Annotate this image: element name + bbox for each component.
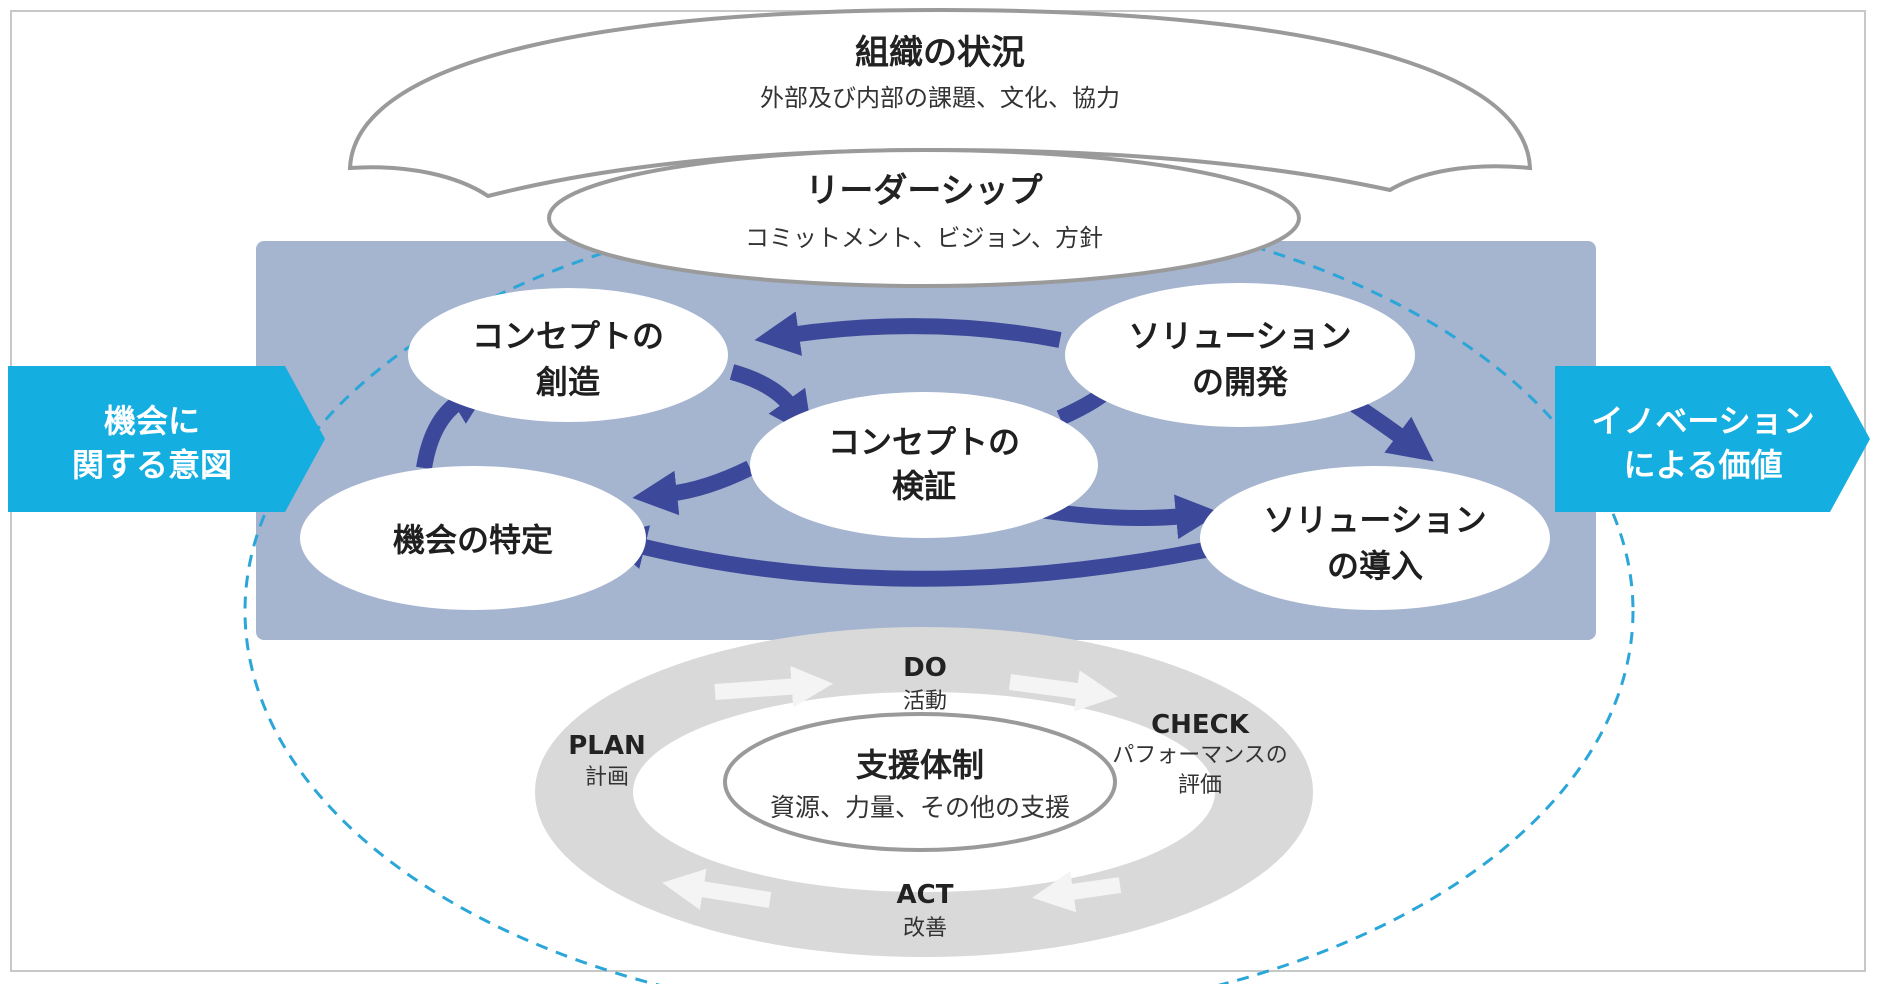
node-solution-development: ソリューション の開発 [1065, 283, 1415, 427]
input-line1: 機会に [104, 402, 200, 440]
input-arrow-shape [8, 366, 325, 512]
node-solution-deployment-line1: ソリューション [1263, 501, 1486, 539]
pdca-check-label: CHECK [1151, 710, 1250, 740]
dashed-boundary [243, 200, 1635, 984]
node-solution-deployment-line2: の導入 [1327, 547, 1423, 585]
pdca-direction-arrows [662, 665, 1122, 913]
support-title: 支援体制 [856, 746, 984, 784]
output-line1: イノベーション [1591, 402, 1814, 440]
arrow-development-to-deployment [1350, 398, 1434, 462]
node-opportunity-identification-line1: 機会の特定 [393, 521, 553, 559]
support-structure: 支援体制 資源、力量、その他の支援 [723, 712, 1117, 852]
pdca-check-sub2: 評価 [1178, 773, 1222, 798]
pdca-plan-label: PLAN [568, 731, 646, 761]
pdca-arrow-top-left [714, 665, 834, 708]
output-arrow-shape [1555, 366, 1870, 512]
organization-title: 組織の状況 [855, 33, 1025, 73]
node-solution-development-line2: の開発 [1192, 363, 1289, 401]
pdca-act-sub: 改善 [903, 916, 947, 941]
node-opportunity-identification: 機会の特定 [300, 466, 646, 610]
node-concept-creation-line2: 創造 [536, 363, 600, 401]
node-concept-validation-line2: 検証 [892, 467, 956, 505]
leadership: リーダーシップ コミットメント、ビジョン、方針 [547, 148, 1301, 288]
leadership-title: リーダーシップ [805, 171, 1042, 211]
node-concept-validation-line1: コンセプトの [828, 423, 1020, 461]
pdca-act-label: ACT [897, 880, 954, 910]
pdca-arrow-bottom-right [1032, 871, 1122, 913]
pdca-plan-sub: 計画 [585, 765, 629, 790]
arrow-development-to-creation [754, 311, 1062, 356]
node-concept-creation-line1: コンセプトの [472, 317, 664, 355]
input-intent: 機会に 関する意図 [8, 366, 325, 512]
pdca-do-sub: 活動 [903, 689, 947, 714]
pdca-arrow-top-right [1008, 670, 1118, 712]
output-line2: による価値 [1623, 446, 1782, 484]
input-line2: 関する意図 [72, 446, 232, 484]
pdca-ring [535, 627, 1313, 957]
arrow-validation-to-opportunity [632, 460, 754, 516]
pdca-check-sub1: パフォーマンスの [1112, 743, 1288, 768]
support-subtitle: 資源、力量、その他の支援 [770, 793, 1070, 822]
node-concept-creation: コンセプトの 創造 [408, 288, 728, 422]
node-solution-development-line1: ソリューション [1128, 317, 1351, 355]
organization-subtitle: 外部及び内部の課題、文化、協力 [760, 84, 1120, 112]
arrow-creation-to-validation [729, 364, 813, 438]
output-value: イノベーション による価値 [1555, 366, 1870, 512]
pdca-do-label: DO [903, 653, 947, 683]
pdca-arrow-bottom-left [662, 868, 772, 910]
process-arrows [416, 311, 1434, 587]
pdca-cycle: DO 活動 CHECK パフォーマンスの 評価 PLAN 計画 ACT 改善 [535, 627, 1313, 957]
node-concept-validation: コンセプトの 検証 [750, 392, 1098, 538]
leadership-subtitle: コミットメント、ビジョン、方針 [745, 224, 1103, 252]
arrow-validation-to-deployment [1038, 494, 1221, 540]
arrow-opportunity-to-creation [416, 381, 493, 470]
node-solution-deployment: ソリューション の導入 [1200, 466, 1550, 610]
arrow-deployment-to-opportunity [601, 525, 1207, 587]
organization-context: 組織の状況 外部及び内部の課題、文化、協力 [347, 7, 1533, 199]
